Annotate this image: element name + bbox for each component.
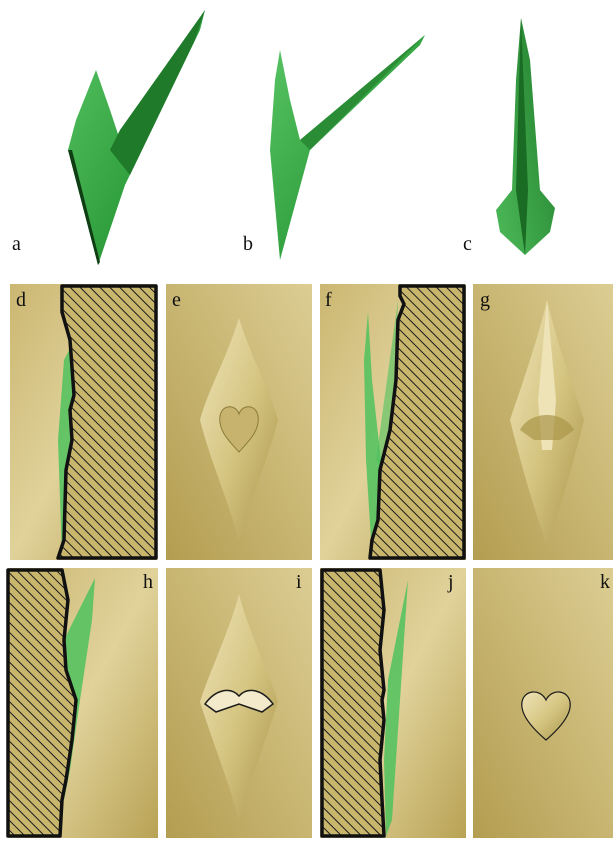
panel-c: c (463, 10, 578, 260)
panel-e: e (166, 284, 312, 560)
panel-f: f (320, 284, 466, 560)
hatched-region-j (322, 570, 384, 836)
label-j: j (447, 571, 454, 593)
label-b: b (243, 233, 253, 255)
label-k: k (600, 571, 610, 593)
panel-d: d (10, 284, 157, 560)
label-f: f (325, 289, 332, 311)
panel-k: k (473, 568, 613, 838)
label-d: d (16, 289, 26, 311)
label-i: i (296, 571, 302, 593)
label-h: h (143, 571, 153, 593)
panel-h: h (8, 568, 158, 838)
label-g: g (480, 289, 490, 311)
label-a: a (12, 233, 21, 255)
label-e: e (172, 289, 181, 311)
hatched-region-d (58, 286, 156, 558)
panel-g: g (473, 284, 613, 560)
label-c: c (463, 233, 472, 255)
panel-j: j (320, 568, 466, 838)
panel-a: a (12, 5, 238, 267)
panel-i: i (166, 568, 312, 838)
panel-b: b (243, 20, 432, 260)
